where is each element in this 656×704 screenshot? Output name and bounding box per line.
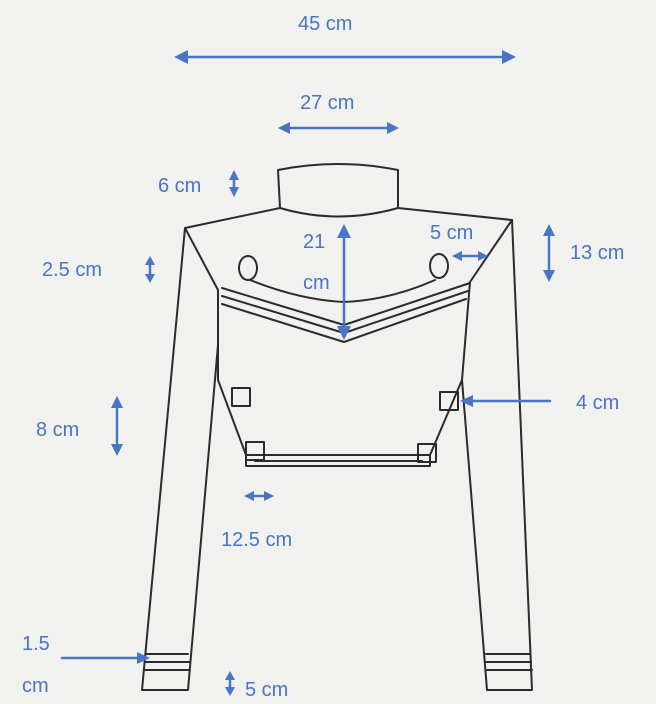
body-outline <box>141 207 533 691</box>
left-sleeve-seam <box>184 227 219 346</box>
chest-band-3 <box>221 298 467 343</box>
center-front-label-top: 21 <box>303 231 326 253</box>
right-ornament <box>429 253 449 279</box>
right-sleeve-seam <box>461 219 513 381</box>
total-width-head-left <box>174 50 188 64</box>
center-front-head-bottom <box>337 326 351 340</box>
waistband <box>245 454 431 467</box>
center-front-label-bottom: cm <box>303 272 330 294</box>
yoke-piping <box>249 279 436 303</box>
center-front-head-top <box>337 224 351 238</box>
collar-width-head-right <box>387 122 399 134</box>
side-panel-label: 8 cm <box>36 419 80 441</box>
collar <box>277 163 399 218</box>
right-cuff-stripes <box>485 653 533 671</box>
collar-width-label: 27 cm <box>300 92 355 114</box>
cuff-label-bottom: cm <box>22 675 49 697</box>
collar-width-head-left <box>278 122 290 134</box>
left-ornament <box>238 255 258 281</box>
left-cuff-stripes <box>143 653 191 671</box>
cuff-height-arrow <box>225 671 235 696</box>
armhole-depth-label: 13 cm <box>570 242 625 264</box>
shoulder-label: 5 cm <box>430 222 474 244</box>
total-width-head-right <box>502 50 516 64</box>
collar-height-label: 6 cm <box>158 175 202 197</box>
left-lower-tab <box>245 441 265 461</box>
waist-tab-label: 12.5 cm <box>221 529 293 551</box>
yoke-depth-label: 2.5 cm <box>42 259 103 281</box>
right-upper-tab <box>439 391 459 411</box>
chest-band-1 <box>221 282 471 326</box>
cuff-height-label: 5 cm <box>245 679 289 701</box>
collar-height-arrow <box>229 170 239 197</box>
yoke-depth-arrow <box>145 256 155 283</box>
left-upper-tab <box>231 387 251 407</box>
tab-width-label: 4 cm <box>576 392 620 414</box>
cuff-label-top: 1.5 <box>22 633 50 655</box>
right-lower-tab <box>417 443 437 463</box>
total-width-label: 45 cm <box>298 13 353 35</box>
